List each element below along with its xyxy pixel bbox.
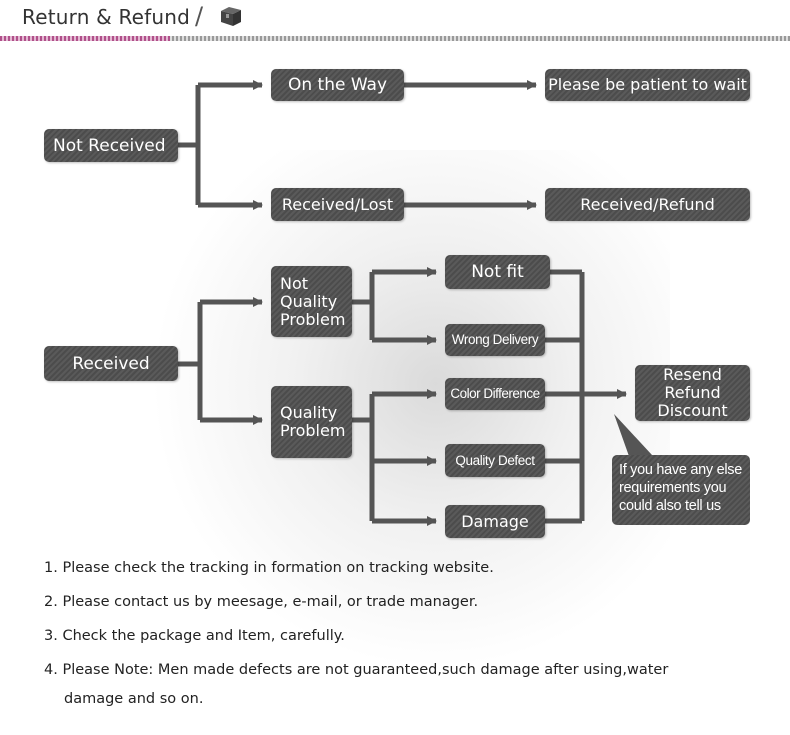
- header-divider-accent: [0, 36, 170, 41]
- note-item-2: 2. Please contact us by meesage, e-mail,…: [44, 594, 479, 610]
- node-wrong-delivery: Wrong Delivery: [445, 324, 545, 356]
- node-quality-defect: Quality Defect: [445, 444, 545, 477]
- node-resend-refund-discount: Resend Refund Discount: [635, 365, 750, 421]
- node-received-lost: Received/Lost: [271, 188, 404, 221]
- note-item-4: 4. Please Note: Men made defects are not…: [44, 661, 764, 680]
- node-not-received: Not Received: [44, 129, 178, 162]
- node-color-difference: Color Difference: [445, 378, 545, 410]
- node-not-fit: Not fit: [445, 255, 550, 289]
- callout-tail: [614, 414, 652, 459]
- node-on-the-way: On the Way: [271, 69, 404, 101]
- flowchart-connectors: [176, 80, 627, 526]
- header-divider: [0, 36, 790, 41]
- note-item-4-line-2: damage and so on.: [64, 691, 204, 707]
- title-slash: /: [195, 2, 204, 30]
- package-box-icon: [221, 7, 241, 26]
- note-callout: If you have any else requirements you co…: [612, 455, 750, 525]
- section-header: Return & Refund /: [0, 0, 790, 45]
- node-received-refund: Received/Refund: [545, 188, 750, 221]
- notes-list: 1. Please check the tracking in formatio…: [44, 559, 764, 724]
- section-title: Return & Refund: [22, 5, 191, 29]
- note-item-3: 3. Check the package and Item, carefully…: [44, 628, 345, 644]
- node-not-quality-problem: Not Quality Problem: [271, 266, 352, 337]
- note-item-4-continued: damage and so on.: [44, 690, 764, 709]
- node-quality-problem: Quality Problem: [271, 386, 352, 458]
- node-received: Received: [44, 346, 178, 381]
- node-please-be-patient: Please be patient to wait: [545, 69, 750, 101]
- note-item-1: 1. Please check the tracking in formatio…: [44, 560, 494, 576]
- note-item-4-line-1: 4. Please Note: Men made defects are not…: [44, 662, 669, 678]
- node-damage: Damage: [445, 505, 545, 538]
